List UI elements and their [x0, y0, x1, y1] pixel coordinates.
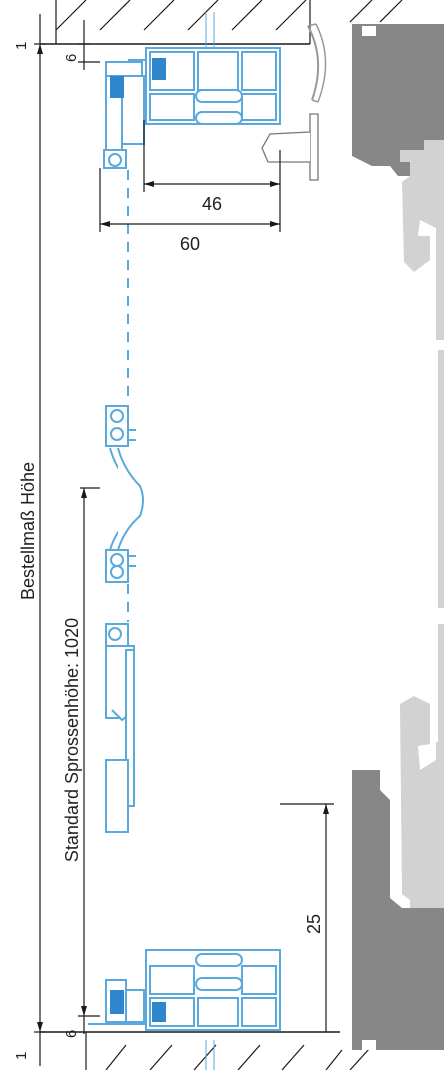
top-rail-accent — [110, 58, 166, 98]
dim-bottom-gap: 1 — [13, 1052, 30, 1060]
dim-top-gap: 1 — [13, 42, 30, 50]
middle-connector-profile — [105, 405, 144, 583]
label-standard-height: Standard Sprossenhöhe: 1020 — [62, 618, 82, 862]
handle-sketch — [261, 113, 319, 181]
dimension-lines — [34, 14, 334, 1066]
dim-top-offset: 6 — [63, 54, 80, 62]
center-glass-lines — [205, 12, 215, 1070]
lower-sash-profile — [105, 623, 135, 833]
dim-bottom-height: 25 — [304, 914, 324, 934]
top-ceiling-hatch — [40, 0, 403, 45]
top-brush-seal — [307, 23, 327, 103]
dim-bottom-offset: 6 — [63, 1030, 80, 1038]
bottom-rail-accent — [110, 990, 166, 1022]
gray-window-profiles — [352, 24, 444, 1050]
top-rail-profile — [103, 47, 281, 169]
bottom-floor-hatch — [40, 1031, 371, 1070]
dim-width-outer: 60 — [180, 234, 200, 254]
dim-width-inner: 46 — [202, 194, 222, 214]
label-order-height: Bestellmaß Höhe — [18, 462, 38, 600]
dimension-arrows — [37, 44, 329, 1032]
